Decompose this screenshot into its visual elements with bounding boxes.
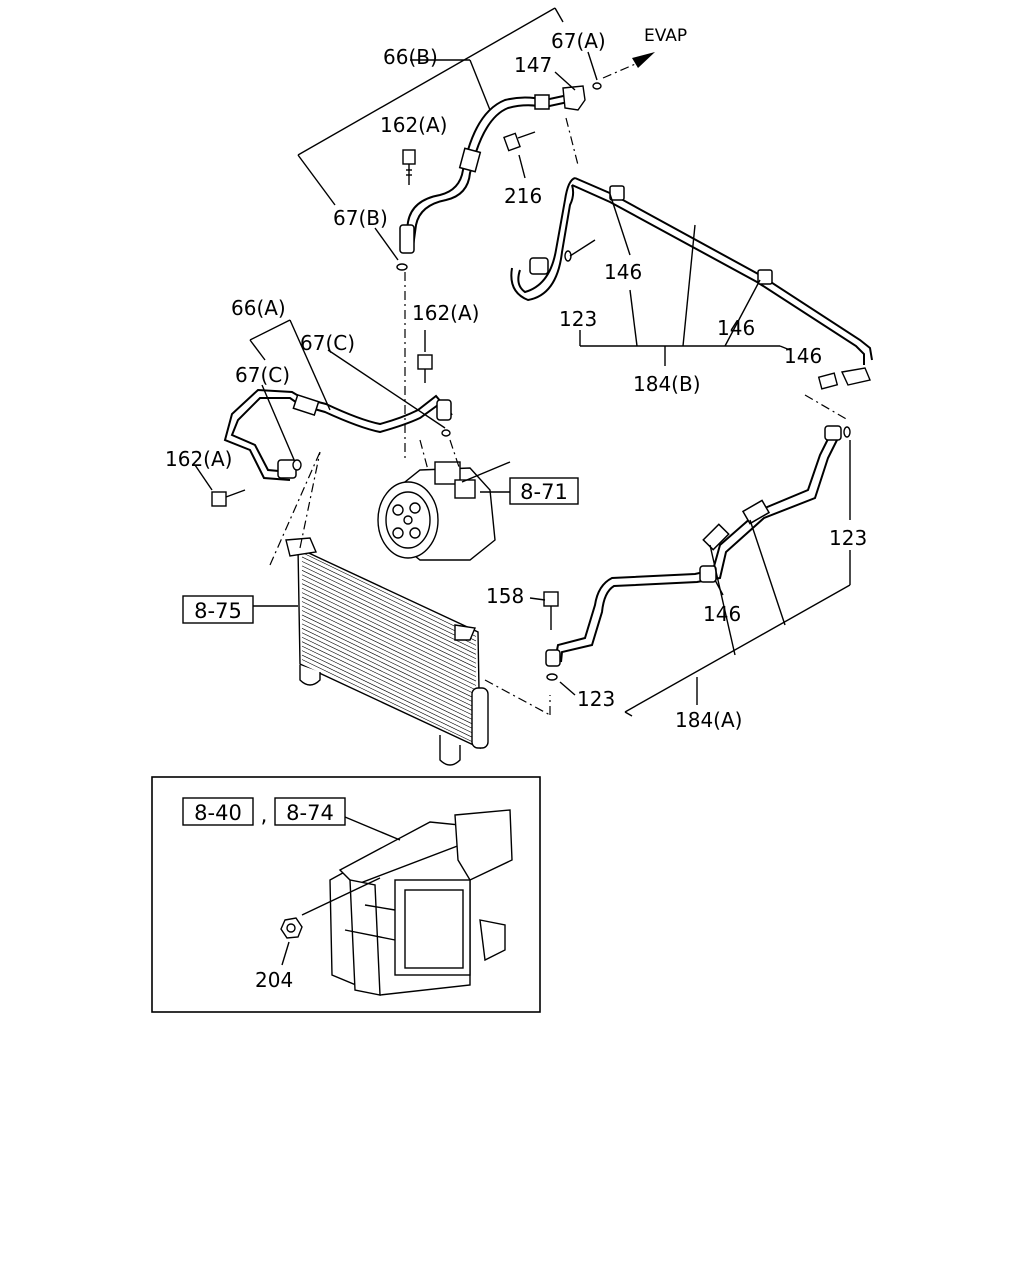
callout-123-upper: 123 <box>559 307 597 331</box>
callout-67c-b: 67(C) <box>235 363 290 387</box>
bolt-162a-left <box>211 489 246 507</box>
condenser-fin <box>301 659 477 744</box>
ref-8-74: 8-74 <box>286 801 334 825</box>
callout-67a: 67(A) <box>551 29 606 53</box>
ref-box-8-74: 8-74 <box>274 797 346 826</box>
callout-216: 216 <box>504 184 542 208</box>
callout-labels: 66(B) 67(A) 147 EVAP 162(A) 216 67(B) 14… <box>165 26 867 992</box>
callout-162a-top: 162(A) <box>380 113 447 137</box>
callout-158: 158 <box>486 584 524 608</box>
leaders-66a <box>194 319 451 491</box>
condenser-fin <box>301 561 477 646</box>
condenser-fin <box>301 601 477 686</box>
callout-146-d: 146 <box>703 602 741 626</box>
condenser-fin <box>301 556 477 642</box>
o-ring-67b <box>396 263 408 271</box>
bolt-216 <box>503 131 536 152</box>
leaders-upper <box>297 7 598 261</box>
condenser-fin <box>301 614 477 700</box>
inset-panel: 8-40 , 8-74 <box>151 776 541 1013</box>
condenser-fin <box>301 650 477 735</box>
ref-box-8-40: 8-40 <box>182 797 254 826</box>
callout-123-right: 123 <box>829 526 867 550</box>
ref-box-8-71: 8-71 <box>480 477 579 505</box>
condenser-fin <box>301 619 477 704</box>
bolt-162a-mid <box>417 354 433 383</box>
callout-67b: 67(B) <box>333 206 388 230</box>
condenser <box>285 537 489 766</box>
bolt-158 <box>543 591 559 630</box>
condenser-fin <box>301 628 477 713</box>
leaders-184b <box>569 193 791 366</box>
callout-184b: 184(B) <box>633 372 701 396</box>
condenser-fin <box>301 654 477 740</box>
callout-66b: 66(B) <box>383 45 438 69</box>
dash-lines-upper <box>404 117 579 460</box>
callout-evap: EVAP <box>644 26 687 46</box>
condenser-fin <box>301 552 477 637</box>
ref-box-8-75: 8-75 <box>182 595 298 624</box>
suction-hose-66b <box>399 85 586 254</box>
callout-162a-left: 162(A) <box>165 447 232 471</box>
condenser-fin <box>301 587 477 673</box>
o-ring-67a <box>592 82 602 90</box>
condenser-fin <box>301 578 477 664</box>
ref-8-71: 8-71 <box>520 480 568 504</box>
pipe-184a <box>545 425 851 681</box>
condenser-fin <box>301 645 477 731</box>
ref-8-75: 8-75 <box>194 599 242 623</box>
condenser-fin <box>301 641 477 726</box>
callout-184a: 184(A) <box>675 708 742 732</box>
condenser-fin <box>301 610 477 695</box>
callout-162a-mid: 162(A) <box>412 301 479 325</box>
dash-184a <box>804 394 849 421</box>
condenser-fin <box>301 565 477 651</box>
condenser-fin <box>301 583 477 668</box>
condenser-fin <box>301 592 477 677</box>
callout-123-lower: 123 <box>577 687 615 711</box>
ref-separator: , <box>261 803 268 827</box>
callout-67c-a: 67(C) <box>300 331 355 355</box>
callout-146-b: 146 <box>717 316 755 340</box>
pipe-184b <box>510 177 873 390</box>
condenser-fin <box>301 596 477 682</box>
callout-147: 147 <box>514 53 552 77</box>
condenser-fin <box>301 574 477 660</box>
dash-condenser <box>269 451 551 716</box>
hvac-unit <box>329 809 513 996</box>
compressor <box>377 439 511 561</box>
condenser-fin <box>301 632 477 718</box>
callout-66a: 66(A) <box>231 296 286 320</box>
condenser-fin <box>301 605 477 691</box>
condenser-fin <box>301 570 477 655</box>
callout-204: 204 <box>255 968 293 992</box>
evap-arrow <box>602 52 655 79</box>
leaders-184a <box>529 440 851 717</box>
ref-8-40: 8-40 <box>194 801 242 825</box>
discharge-hose-66a <box>223 388 453 481</box>
condenser-fin <box>301 636 477 722</box>
callout-146-a: 146 <box>604 260 642 284</box>
bolt-162a-top <box>402 149 416 185</box>
condenser-fin <box>301 623 477 709</box>
nut-204 <box>280 877 381 966</box>
callout-146-c: 146 <box>784 344 822 368</box>
